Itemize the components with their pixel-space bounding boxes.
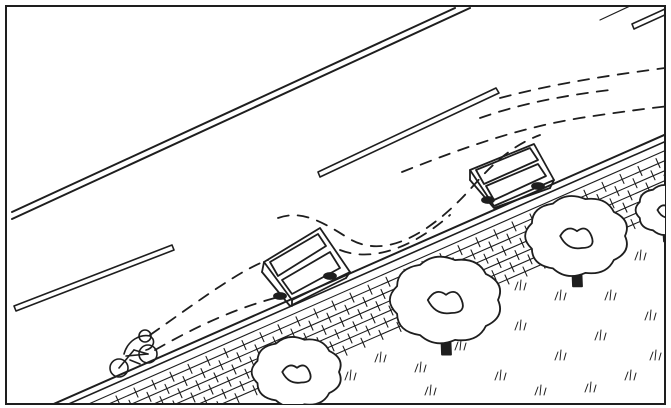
tree (252, 337, 341, 408)
